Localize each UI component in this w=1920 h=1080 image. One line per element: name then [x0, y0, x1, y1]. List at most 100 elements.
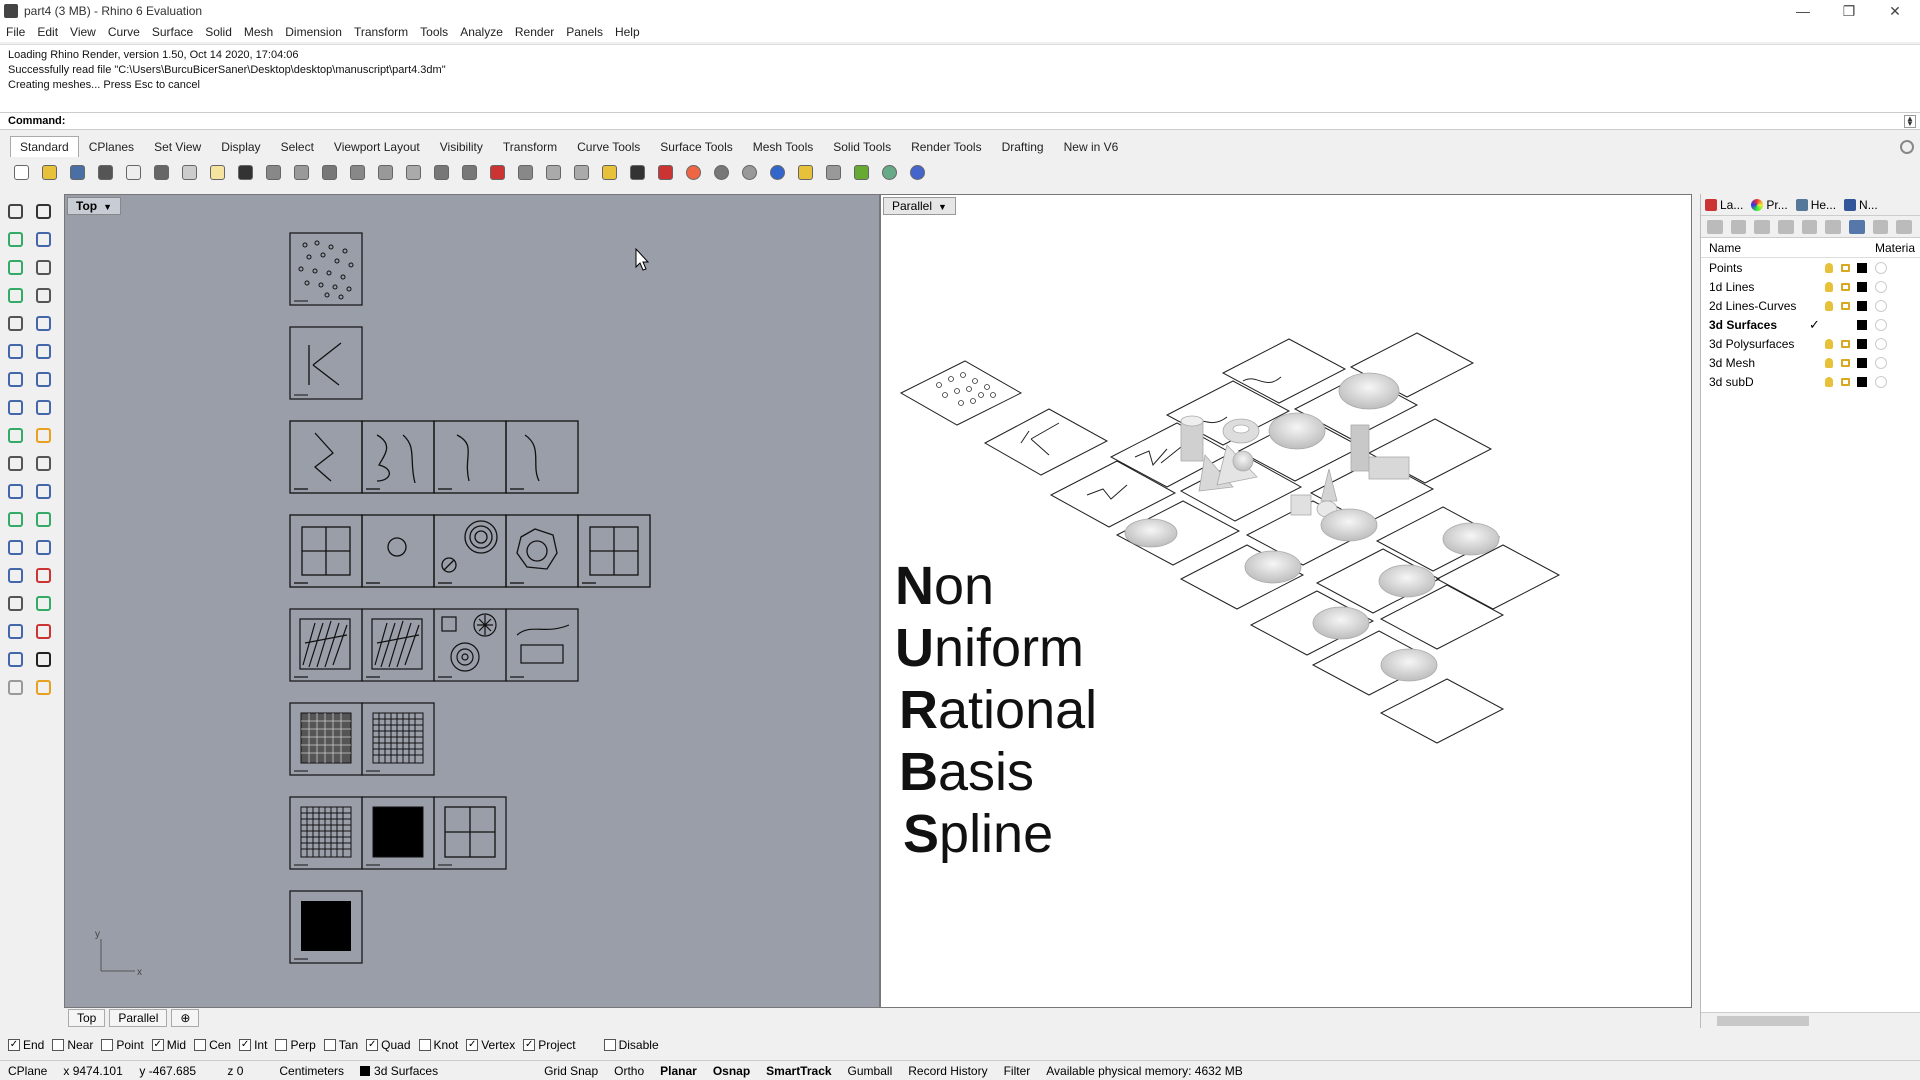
status-planar[interactable]: Planar — [660, 1063, 697, 1078]
text-icon[interactable] — [4, 536, 26, 558]
status-gumball[interactable]: Gumball — [847, 1063, 893, 1078]
viewport-parallel-label[interactable]: Parallel▼ — [883, 197, 956, 215]
layer-color-swatch[interactable] — [1857, 338, 1867, 349]
menu-render[interactable]: Render — [514, 25, 555, 39]
delete-layer-icon[interactable] — [1754, 219, 1771, 234]
properties-icon[interactable] — [570, 161, 592, 183]
menu-transform[interactable]: Transform — [353, 25, 409, 39]
sphere-silver-icon[interactable] — [738, 161, 760, 183]
car-render-icon[interactable] — [486, 161, 508, 183]
column-material[interactable]: Materia — [1875, 240, 1916, 255]
tab-help[interactable]: He... — [1795, 198, 1836, 212]
status-cplane[interactable]: CPlane — [8, 1063, 48, 1078]
fillet-icon[interactable] — [4, 508, 26, 530]
extrude-icon[interactable] — [32, 340, 54, 362]
paste-icon[interactable] — [206, 161, 228, 183]
save-icon[interactable] — [66, 161, 88, 183]
grasshopper-icon[interactable] — [850, 161, 872, 183]
four-viewports-icon[interactable] — [458, 161, 480, 183]
layer-color-swatch[interactable] — [1857, 300, 1867, 311]
filter-icon[interactable] — [1849, 219, 1865, 234]
layer-row[interactable]: 2d Lines-Curves — [1701, 296, 1920, 315]
osnap-checkbox[interactable]: ✓ — [366, 1039, 379, 1051]
layer-row[interactable]: 3d Surfaces✓ — [1701, 315, 1920, 334]
split-icon[interactable] — [32, 480, 54, 502]
layer-states-icon[interactable] — [1872, 219, 1889, 234]
lock-icon[interactable] — [1841, 263, 1850, 272]
osnap-perp[interactable]: Perp — [275, 1038, 316, 1052]
tab-mesh-tools[interactable]: Mesh Tools — [752, 140, 814, 154]
lightning-icon[interactable] — [32, 424, 54, 446]
polyline-icon[interactable] — [4, 228, 26, 250]
rotate-icon[interactable] — [32, 452, 54, 474]
offset-icon[interactable] — [32, 508, 54, 530]
cone-icon[interactable] — [32, 396, 54, 418]
menu-file[interactable]: File — [6, 25, 26, 39]
array-icon[interactable] — [4, 564, 26, 586]
layer-material-icon[interactable] — [1875, 318, 1887, 331]
add-viewport-icon[interactable]: ⊕ — [171, 1009, 200, 1027]
layer-row[interactable]: 1d Lines — [1701, 277, 1920, 296]
osnap-checkbox[interactable]: ✓ — [151, 1039, 164, 1051]
lock-icon[interactable] — [1841, 358, 1850, 367]
layer-row[interactable]: Points — [1701, 258, 1920, 277]
analyze-icon[interactable] — [32, 592, 54, 614]
osnap-quad[interactable]: ✓Quad — [366, 1038, 411, 1052]
select-icon[interactable] — [4, 200, 26, 222]
sun-icon[interactable] — [32, 676, 54, 698]
boolean-icon[interactable] — [4, 480, 26, 502]
tab-drafting[interactable]: Drafting — [1001, 140, 1044, 154]
layer-row[interactable]: 3d Mesh — [1701, 353, 1920, 372]
box-icon[interactable] — [4, 368, 26, 390]
visibility-bulb-icon[interactable] — [1825, 262, 1833, 273]
globe-icon[interactable] — [878, 161, 900, 183]
sphere-blue-icon[interactable] — [766, 161, 788, 183]
tab-set-view[interactable]: Set View — [154, 140, 202, 154]
layer-material-icon[interactable] — [1875, 299, 1887, 312]
menu-edit[interactable]: Edit — [37, 25, 59, 39]
zoom-selected-icon[interactable] — [402, 161, 424, 183]
help-icon[interactable] — [906, 161, 928, 183]
mesh-icon[interactable] — [4, 592, 26, 614]
menu-analyze[interactable]: Analyze — [460, 25, 503, 39]
menu-view[interactable]: View — [70, 25, 96, 39]
viewport-menu-chevron-icon[interactable]: ▼ — [103, 202, 113, 212]
ellipse-icon[interactable] — [32, 256, 54, 278]
move-down-icon[interactable] — [1801, 219, 1818, 234]
lock-icon[interactable] — [1841, 282, 1850, 291]
tab-notes[interactable]: N... — [1844, 198, 1878, 212]
tab-surface-tools[interactable]: Surface Tools — [660, 140, 733, 154]
tab-properties[interactable]: Pr... — [1751, 198, 1788, 212]
pipe-icon[interactable] — [4, 424, 26, 446]
curve-icon[interactable] — [32, 228, 54, 250]
pan-hand-icon[interactable] — [262, 161, 284, 183]
tab-display[interactable]: Display — [221, 140, 261, 154]
osnap-point[interactable]: Point — [101, 1038, 144, 1052]
undo-icon[interactable] — [234, 161, 256, 183]
status-ortho[interactable]: Ortho — [614, 1063, 645, 1078]
viewport-tab-top[interactable]: Top — [68, 1009, 106, 1027]
layer-horizontal-scrollbar[interactable] — [1701, 1012, 1920, 1028]
osnap-checkbox[interactable] — [275, 1039, 288, 1051]
osnap-mid[interactable]: ✓Mid — [151, 1038, 186, 1052]
circle-tool-icon[interactable] — [4, 256, 26, 278]
column-name[interactable]: Name — [1709, 240, 1742, 255]
dimension-icon[interactable] — [32, 536, 54, 558]
visibility-bulb-icon[interactable] — [1825, 357, 1833, 368]
lock-icon[interactable] — [1841, 301, 1850, 310]
copy-icon[interactable] — [178, 161, 200, 183]
sphere-icon[interactable] — [32, 368, 54, 390]
rectangle-icon[interactable] — [32, 284, 54, 306]
osnap-project[interactable]: ✓Project — [523, 1038, 576, 1052]
tools-icon[interactable] — [1896, 219, 1913, 234]
import-icon[interactable] — [122, 161, 144, 183]
menu-dimension[interactable]: Dimension — [285, 25, 342, 39]
layer-material-icon[interactable] — [1875, 261, 1887, 274]
osnap-checkbox[interactable] — [418, 1039, 431, 1051]
settings-gear-icon[interactable] — [822, 161, 844, 183]
circle-icon[interactable] — [542, 161, 564, 183]
osnap-vertex[interactable]: ✓Vertex — [466, 1038, 515, 1052]
menu-curve[interactable]: Curve — [107, 25, 140, 39]
menu-solid[interactable]: Solid — [205, 25, 232, 39]
tab-standard[interactable]: Standard — [10, 136, 79, 157]
